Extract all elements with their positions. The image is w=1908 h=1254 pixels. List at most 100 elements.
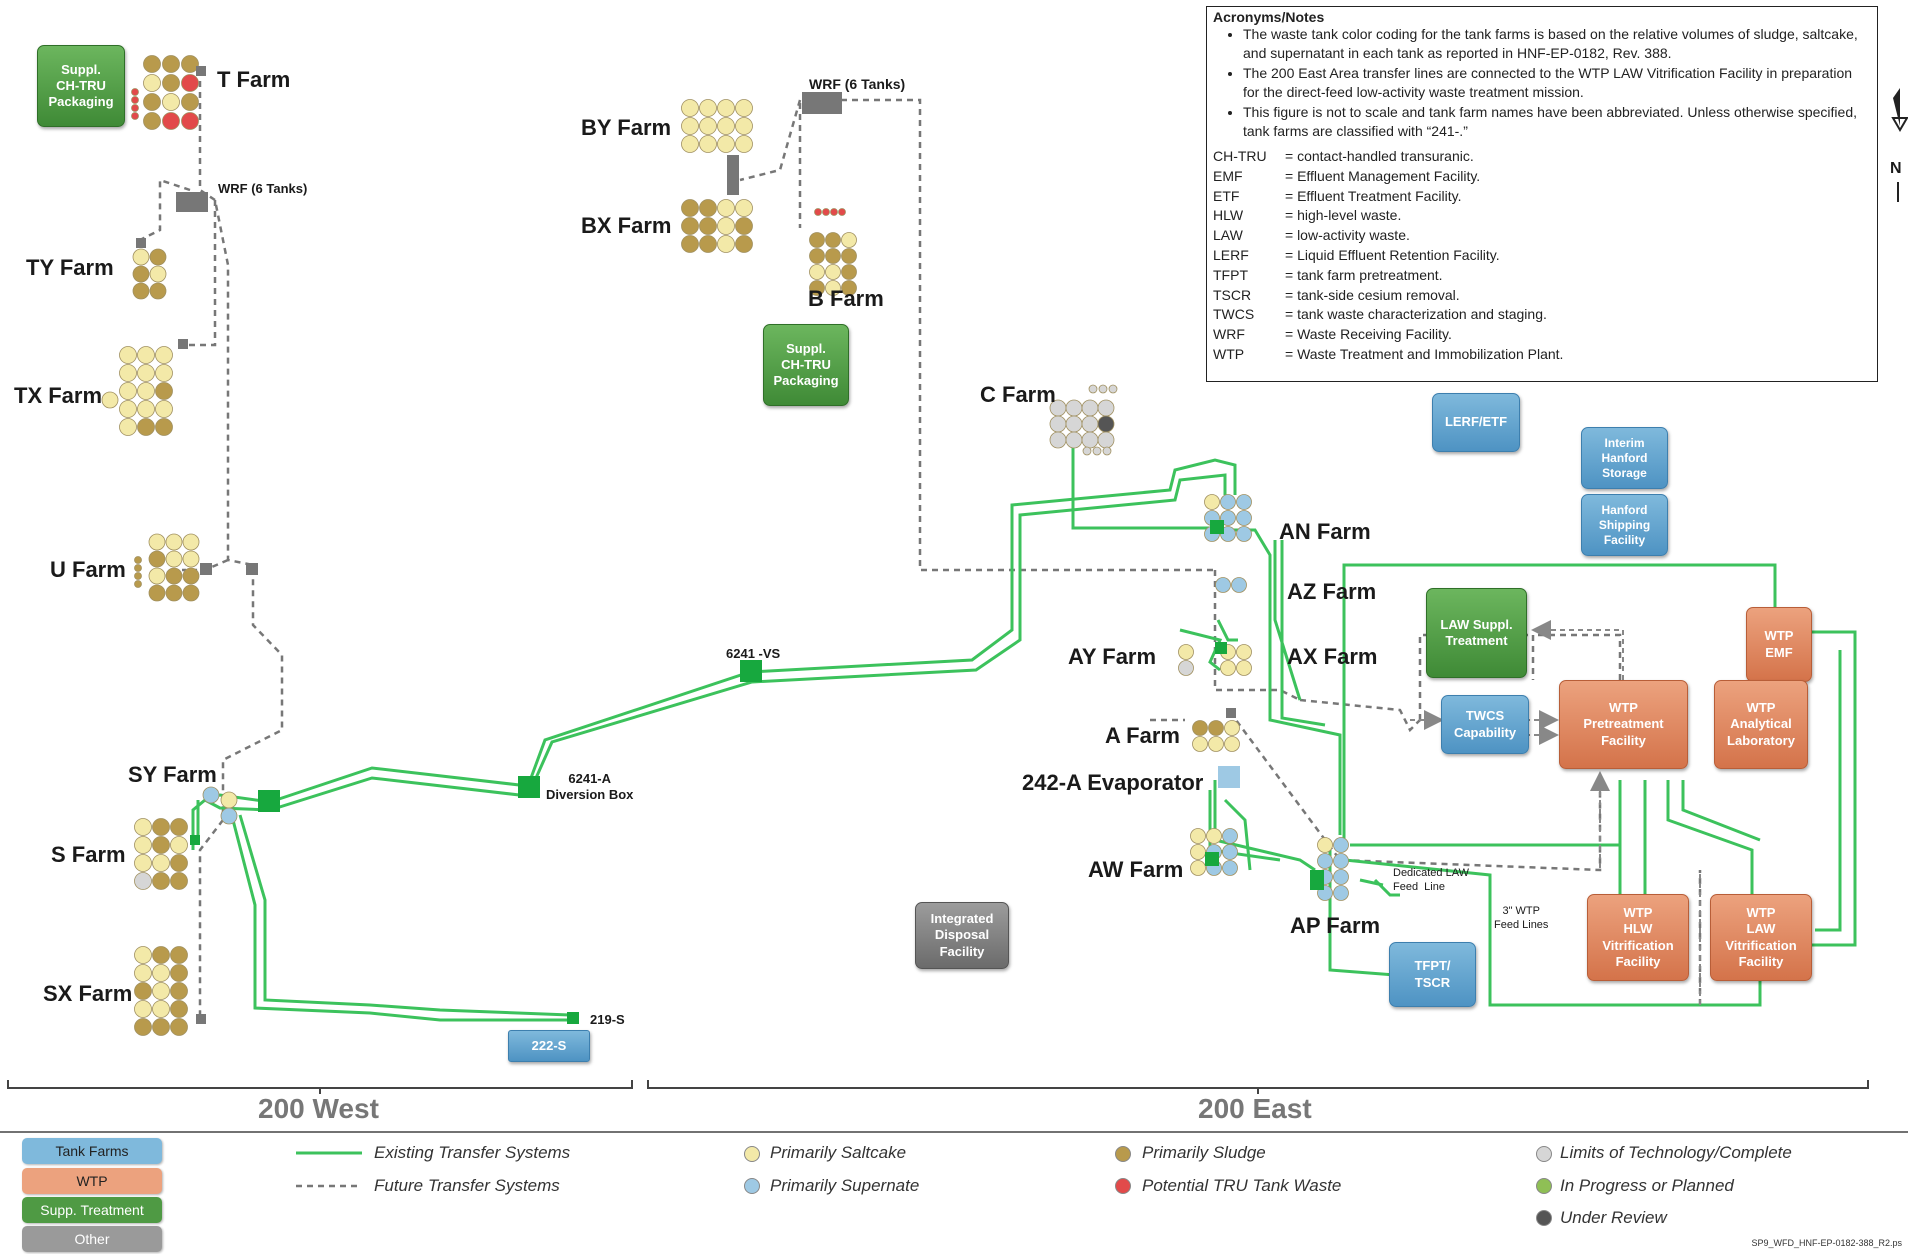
wtp-emf-box: WTP EMF (1746, 607, 1812, 682)
s-farm-tank (152, 836, 170, 854)
by-farm-tank (717, 135, 735, 153)
ty-farm-tank (132, 248, 150, 266)
bx-farm-tank (717, 235, 735, 253)
tx-farm-tank (155, 418, 173, 436)
t-farm-tank (162, 74, 180, 92)
sx-farm-tank (134, 964, 152, 982)
structure-sx (196, 1014, 206, 1024)
sx-farm-tank (152, 1018, 170, 1036)
c-farm-tank (1065, 415, 1083, 433)
legend-dot-review (1536, 1210, 1552, 1226)
ty-farm-tank (132, 282, 150, 300)
aw-farm-tank (1206, 828, 1222, 844)
bx-farm-tank (699, 235, 717, 253)
t-farm-tank (181, 74, 199, 92)
u-farm-tank (165, 533, 183, 551)
u-farm-tank (148, 533, 166, 551)
a-farm-tank (1192, 736, 1208, 752)
ap-farm-tank (1333, 853, 1349, 869)
u-farm-tank (148, 550, 166, 568)
acronym-row: TFPT= tank farm pretreatment. (1213, 266, 1569, 286)
supp-chtru-packaging-b: Suppl. CH-TRU Packaging (763, 324, 849, 406)
farm-label-u: U Farm (50, 557, 126, 582)
sx-farm-tank (134, 982, 152, 1000)
legend-review: Under Review (1560, 1208, 1667, 1227)
c-farm-small-tank (1102, 446, 1112, 456)
a-farm-tank (1208, 720, 1224, 736)
legend-line-samples (296, 1151, 362, 1188)
farm-label-ay: AY Farm (1068, 644, 1157, 669)
acronym-definition: = Waste Treatment and Immobilization Pla… (1285, 345, 1564, 362)
farm-label-b: B Farm (808, 286, 884, 311)
sy-farm-tank (220, 807, 238, 825)
note-item: The 200 East Area transfer lines are con… (1243, 64, 1871, 102)
t-farm-small-tank (131, 88, 139, 96)
twcs-capability-box: TWCS Capability (1441, 695, 1529, 754)
aw-farm-tank (1222, 860, 1238, 876)
legend-existing-lines: Existing Transfer Systems (374, 1143, 571, 1162)
tx-farm-tank (155, 382, 173, 400)
b-farm-tank (825, 264, 841, 280)
acronym-abbr: TWCS (1213, 306, 1255, 323)
t-farm-tank (181, 55, 199, 73)
structure-tx (178, 339, 188, 349)
region-label-east: 200 East (1198, 1093, 1312, 1124)
c-farm-tank (1081, 399, 1099, 417)
valve-sy (258, 790, 280, 812)
by-farm-tank (699, 99, 717, 117)
legend-dot-progress (1536, 1178, 1552, 1194)
sx-farm-tank (170, 946, 188, 964)
acronym-row: EMF = Effluent Management Facility. (1213, 167, 1569, 187)
acronym-definition: = Waste Receiving Facility. (1285, 326, 1452, 343)
acronym-table: CH-TRU= contact-handled transuranic.EMF =… (1213, 147, 1569, 365)
acronym-row: HLW = high-level waste. (1213, 206, 1569, 226)
valve-ax (1215, 642, 1227, 654)
b-farm-tank (809, 264, 825, 280)
acronym-row: CH-TRU= contact-handled transuranic. (1213, 147, 1569, 167)
s-farm-tank (134, 818, 152, 836)
wrf-east-block (802, 92, 842, 114)
b-farm-small-tank (814, 208, 822, 216)
legend-badge-other: Other (22, 1226, 162, 1252)
compass-north-label: N (1890, 160, 1902, 177)
s-farm-tank (134, 854, 152, 872)
u-farm-tank (165, 584, 183, 602)
integrated-disposal-box: Integrated Disposal Facility (915, 902, 1009, 969)
c-farm-tank (1081, 431, 1099, 449)
acronym-definition: = high-level waste. (1285, 207, 1402, 224)
ty-farm-tank (149, 282, 167, 300)
t-farm-tank (162, 93, 180, 111)
by-farm-tank (699, 117, 717, 135)
s-farm-tank (152, 818, 170, 836)
drawing-id: SP9_WFD_HNF-EP-0182-388_R2.ps (1751, 1238, 1902, 1248)
t-farm-tank (162, 55, 180, 73)
acronym-abbr: TSCR (1213, 286, 1252, 303)
acronym-abbr: EMF (1213, 167, 1243, 184)
valve-ap (1310, 870, 1324, 890)
legend-badge-supp-treatment: Supp. Treatment (22, 1197, 162, 1223)
tx-farm-tank (119, 418, 137, 436)
u-farm-tank (182, 550, 200, 568)
farm-label-a: A Farm (1105, 723, 1180, 748)
ap-farm-tank (1317, 853, 1333, 869)
shipping-facility-box: Hanford Shipping Facility (1581, 494, 1668, 556)
bx-farm-tank (735, 235, 753, 253)
legend-dot-tru (1115, 1178, 1131, 1194)
b-farm-tank (825, 280, 841, 296)
acronym-definition: = tank waste characterization and stagin… (1285, 306, 1547, 323)
wtp-law-box: WTP LAW Vitrification Facility (1710, 894, 1812, 981)
acronym-definition: = Effluent Management Facility. (1285, 167, 1481, 184)
tx-farm-tank (137, 346, 155, 364)
sx-farm-tank (170, 982, 188, 1000)
valve-s-farm (190, 835, 200, 845)
wtp-pretreatment-box: WTP Pretreatment Facility (1559, 680, 1688, 769)
farm-label-c: C Farm (980, 382, 1056, 407)
c-farm-tank (1065, 399, 1083, 417)
sy-farm-tank (220, 791, 238, 809)
acronym-abbr: HLW (1213, 207, 1244, 224)
valve-6241-vs (740, 660, 762, 682)
tx-farm-tank (155, 346, 173, 364)
by-farm-tank (699, 135, 717, 153)
legend-dot-complete (1536, 1146, 1552, 1162)
region-label-west: 200 West (258, 1093, 379, 1124)
